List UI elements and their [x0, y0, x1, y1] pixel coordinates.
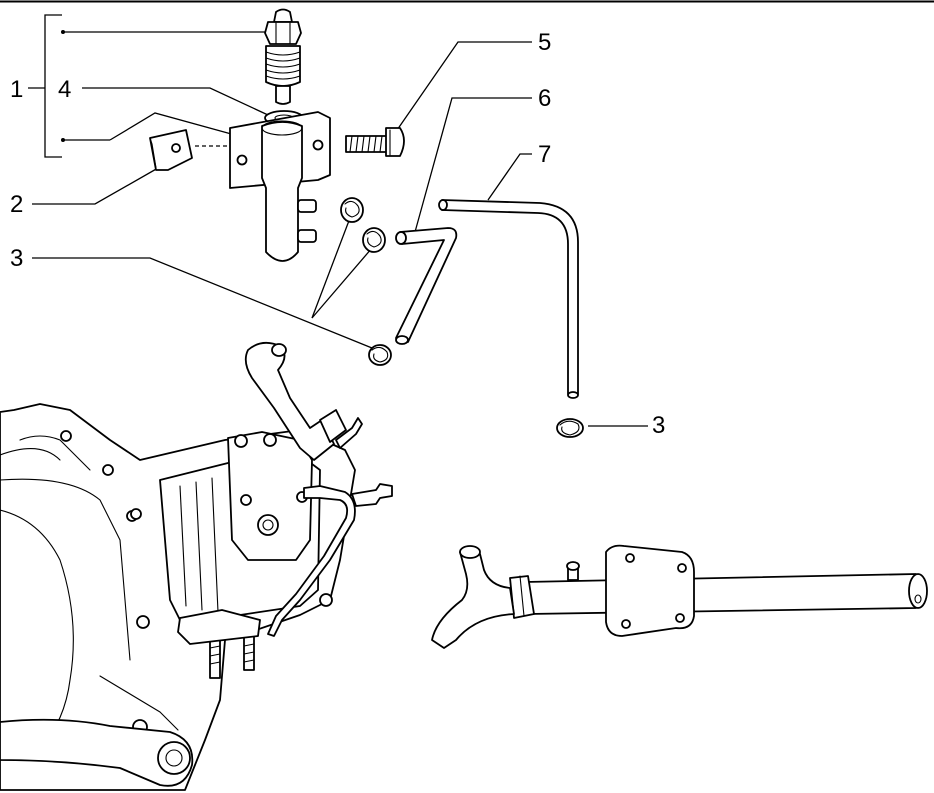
callout-1: 1 [10, 76, 23, 103]
leader-lines [28, 14, 648, 427]
callout-2: 2 [10, 191, 23, 218]
callout-5: 5 [538, 29, 551, 56]
clip-bracket [149, 129, 193, 171]
callout-4: 4 [58, 76, 71, 103]
hex-bolt [345, 127, 405, 157]
hose-clip-3 [368, 344, 392, 366]
center-stand-tube-assembly [431, 544, 928, 649]
hose-clip-1 [340, 197, 364, 223]
callout-7: 7 [538, 141, 551, 168]
callout-6: 6 [538, 85, 551, 112]
grease-fitting-assembly [229, 8, 331, 262]
hose-clip-4 [556, 418, 584, 438]
callout-3-right: 3 [652, 412, 665, 439]
hose-clip-2 [362, 227, 386, 253]
callout-3-left: 3 [10, 245, 23, 272]
bent-tube-long [438, 199, 579, 399]
bent-tube-small [395, 227, 458, 345]
engine-cylinder-head [0, 341, 393, 791]
